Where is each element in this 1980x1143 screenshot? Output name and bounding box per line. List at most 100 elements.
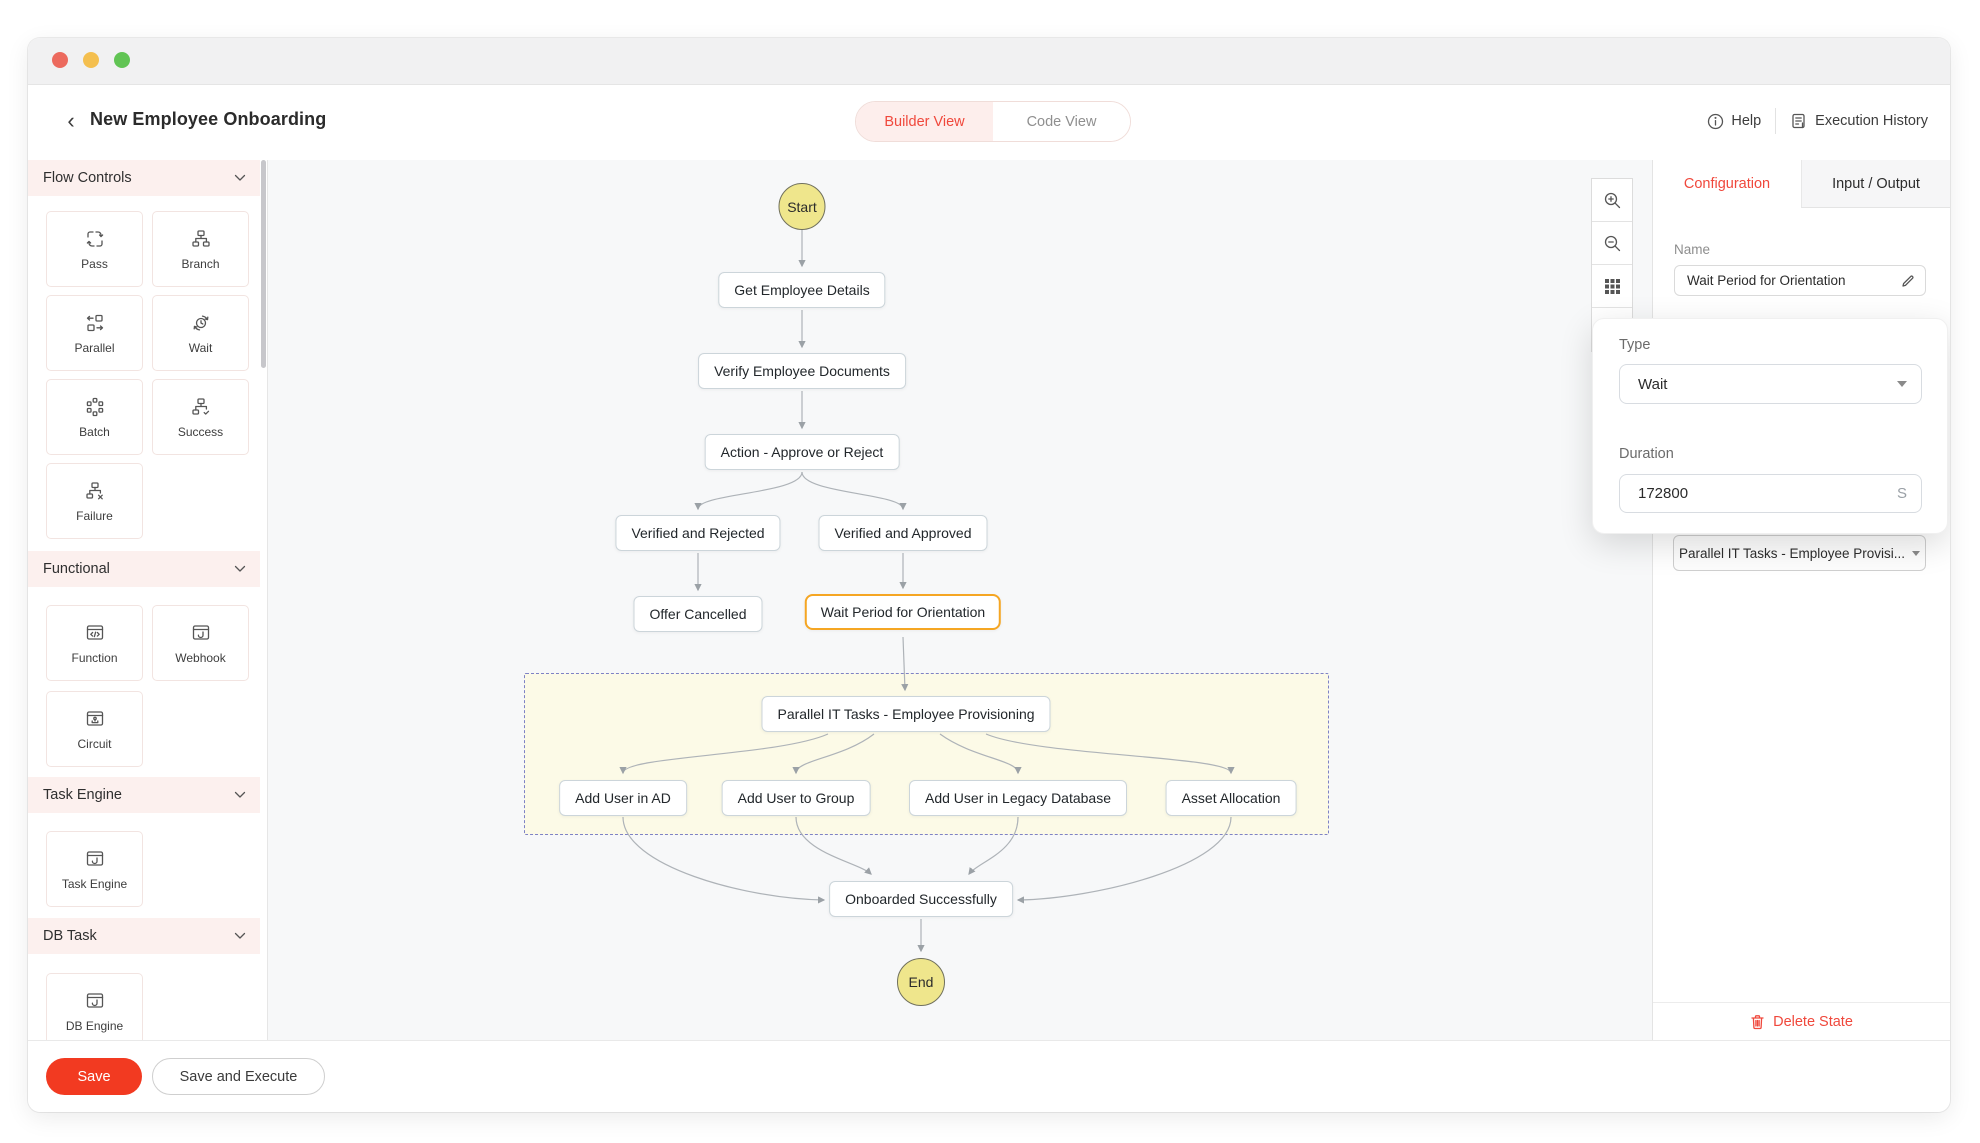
- footer-bar: Save Save and Execute: [28, 1040, 1950, 1112]
- close-window-button[interactable]: [52, 52, 68, 68]
- sidebar-item-webhook[interactable]: Webhook: [152, 605, 249, 681]
- sidebar-item-wait[interactable]: Wait: [152, 295, 249, 371]
- tab-code-view[interactable]: Code View: [993, 102, 1130, 141]
- chevron-down-icon: [1897, 381, 1907, 387]
- node-add-user-in-ad[interactable]: Add User in AD: [559, 780, 687, 816]
- component-sidebar: Flow Controls Pass Branch: [28, 160, 267, 1040]
- wait-config-popup: Type Wait Duration S: [1592, 318, 1948, 534]
- edit-pencil-icon[interactable]: [1900, 273, 1916, 289]
- view-tabs: Builder View Code View: [855, 101, 1131, 142]
- zoom-out-icon: [1604, 235, 1620, 251]
- sidebar-item-label: Function: [71, 650, 118, 665]
- execution-history-button[interactable]: Execution History: [1790, 112, 1928, 130]
- chevron-down-icon: [234, 932, 246, 939]
- duration-input[interactable]: [1622, 485, 1897, 502]
- node-action-approve-or-reject[interactable]: Action - Approve or Reject: [704, 434, 900, 470]
- trash-icon: [1751, 1014, 1764, 1029]
- node-start[interactable]: Start: [778, 183, 826, 230]
- section-functional[interactable]: Functional: [28, 551, 260, 587]
- execution-history-icon: [1792, 113, 1805, 129]
- function-icon: [86, 624, 103, 640]
- save-button[interactable]: Save: [46, 1058, 142, 1095]
- name-label: Name: [1674, 242, 1711, 257]
- node-asset-allocation[interactable]: Asset Allocation: [1165, 780, 1297, 816]
- task-engine-icon: [86, 850, 103, 866]
- sidebar-item-label: Wait: [188, 340, 213, 355]
- grid-view-button[interactable]: [1592, 265, 1632, 308]
- sidebar-item-label: Circuit: [77, 736, 112, 751]
- branch-icon: [191, 229, 210, 247]
- chevron-down-icon: [234, 174, 246, 181]
- minimize-window-button[interactable]: [83, 52, 99, 68]
- chevron-down-icon: [1912, 550, 1921, 556]
- node-add-user-to-group[interactable]: Add User to Group: [721, 780, 871, 816]
- sidebar-item-circuit[interactable]: Circuit: [46, 691, 143, 767]
- node-wait-period-for-orientation[interactable]: Wait Period for Orientation: [804, 594, 1002, 630]
- sidebar-item-label: Success: [177, 424, 224, 439]
- webhook-icon: [192, 624, 209, 640]
- window-titlebar: [28, 38, 1950, 85]
- sidebar-item-function[interactable]: Function: [46, 605, 143, 681]
- tab-configuration[interactable]: Configuration: [1653, 160, 1801, 208]
- chevron-down-icon: [234, 565, 246, 572]
- sidebar-item-failure[interactable]: Failure: [46, 463, 143, 539]
- node-parallel-it-tasks[interactable]: Parallel IT Tasks - Employee Provisionin…: [761, 696, 1051, 732]
- node-get-employee-details[interactable]: Get Employee Details: [718, 272, 886, 308]
- zoom-out-button[interactable]: [1592, 222, 1632, 265]
- help-icon: [1708, 113, 1724, 129]
- type-select[interactable]: Wait: [1619, 364, 1922, 404]
- sidebar-item-label: Parallel: [74, 340, 115, 355]
- header: ‹ New Employee Onboarding Builder View C…: [28, 85, 1950, 160]
- section-db-task[interactable]: DB Task: [28, 918, 260, 954]
- node-offer-cancelled[interactable]: Offer Cancelled: [633, 596, 763, 632]
- save-and-execute-button[interactable]: Save and Execute: [152, 1058, 325, 1095]
- node-verify-employee-documents[interactable]: Verify Employee Documents: [698, 353, 906, 389]
- sidebar-item-success[interactable]: Success: [152, 379, 249, 455]
- sidebar-item-label: Branch: [181, 256, 220, 271]
- sidebar-item-batch[interactable]: Batch: [46, 379, 143, 455]
- help-button[interactable]: Help: [1707, 113, 1761, 130]
- name-field: [1674, 265, 1926, 296]
- sidebar-item-pass[interactable]: Pass: [46, 211, 143, 287]
- next-state-select[interactable]: Parallel IT Tasks - Employee Provisi...: [1673, 535, 1926, 571]
- panel-tabs: Configuration Input / Output: [1653, 160, 1950, 208]
- duration-label: Duration: [1619, 446, 1674, 462]
- maximize-window-button[interactable]: [114, 52, 130, 68]
- tab-input-output[interactable]: Input / Output: [1801, 160, 1950, 208]
- sidebar-item-branch[interactable]: Branch: [152, 211, 249, 287]
- node-add-user-in-legacy-database[interactable]: Add User in Legacy Database: [909, 780, 1127, 816]
- tab-builder-view[interactable]: Builder View: [856, 102, 993, 141]
- name-input[interactable]: [1675, 273, 1900, 288]
- sidebar-item-label: DB Engine: [65, 1018, 124, 1033]
- sidebar-scrollbar[interactable]: [261, 160, 266, 368]
- grid-icon: [1604, 278, 1620, 294]
- section-flow-controls[interactable]: Flow Controls: [28, 160, 260, 196]
- delete-state-button[interactable]: Delete State: [1653, 1002, 1950, 1040]
- node-onboarded-successfully[interactable]: Onboarded Successfully: [829, 881, 1013, 917]
- section-task-engine[interactable]: Task Engine: [28, 777, 260, 813]
- zoom-in-button[interactable]: [1592, 179, 1632, 222]
- zoom-in-icon: [1604, 192, 1620, 208]
- parallel-icon: [86, 314, 103, 331]
- node-end[interactable]: End: [897, 958, 945, 1006]
- workflow-canvas[interactable]: Start Get Employee Details Verify Employ…: [267, 160, 1652, 1040]
- app-window: ‹ New Employee Onboarding Builder View C…: [28, 38, 1950, 1112]
- sidebar-item-parallel[interactable]: Parallel: [46, 295, 143, 371]
- chevron-down-icon: [234, 791, 246, 798]
- db-engine-icon: [86, 992, 103, 1008]
- type-label: Type: [1619, 337, 1651, 353]
- sidebar-item-task-engine[interactable]: Task Engine: [46, 831, 143, 907]
- duration-field: S: [1619, 474, 1922, 513]
- sidebar-item-db-engine[interactable]: DB Engine: [46, 973, 143, 1040]
- back-button[interactable]: ‹: [67, 108, 75, 133]
- node-verified-and-rejected[interactable]: Verified and Rejected: [615, 515, 781, 551]
- header-divider: [1775, 108, 1777, 134]
- circuit-icon: [86, 710, 103, 726]
- sidebar-item-label: Batch: [79, 424, 110, 439]
- batch-icon: [86, 397, 103, 416]
- sidebar-item-label: Failure: [76, 508, 113, 523]
- node-verified-and-approved[interactable]: Verified and Approved: [818, 515, 988, 551]
- wait-icon: [193, 314, 208, 331]
- config-panel: Configuration Input / Output Name Parall…: [1652, 160, 1950, 1040]
- success-icon: [191, 397, 209, 415]
